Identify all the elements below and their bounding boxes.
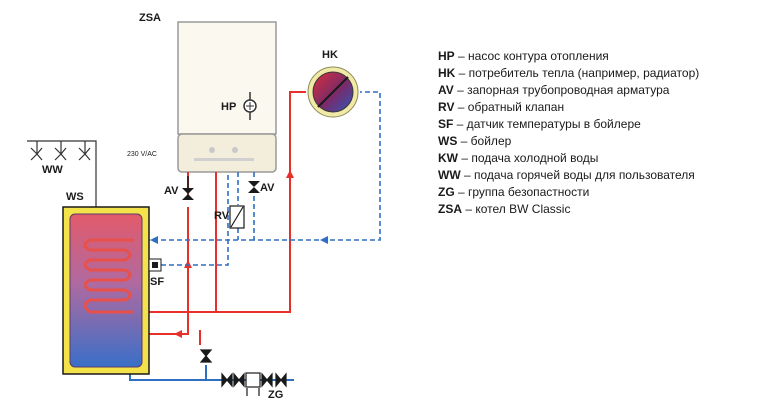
legend-item: SF – датчик температуры в бойлере xyxy=(438,117,641,131)
hk-label: HK xyxy=(322,49,338,61)
hot-water-taps xyxy=(27,140,97,207)
legend-item: HP – насос контура отопления xyxy=(438,49,609,63)
ww-label: WW xyxy=(42,164,63,176)
zsa-boiler xyxy=(177,21,277,173)
legend-item: KW – подача холодной воды xyxy=(438,151,599,165)
rv-label: RV xyxy=(214,210,230,222)
av-right-label: AV xyxy=(260,182,275,194)
return-flow-arrows xyxy=(150,236,328,244)
ws-label: WS xyxy=(66,191,84,203)
legend: HP – насос контура отопления HK – потреб… xyxy=(438,48,699,218)
legend-item: WS – бойлер xyxy=(438,134,512,148)
pump-icon xyxy=(243,92,257,120)
sf-label: SF xyxy=(150,276,164,288)
hot-flow-arrows xyxy=(174,170,294,338)
legend-item: WW – подача горячей воды для пользовател… xyxy=(438,168,695,182)
legend-item: ZG – группа безопастности xyxy=(438,185,590,199)
radiator-icon xyxy=(307,66,359,118)
legend-item: AV – запорная трубопроводная арматура xyxy=(438,83,670,97)
safety-group-icon xyxy=(199,349,287,396)
legend-item: ZSA – котел BW Classic xyxy=(438,202,571,216)
av-left-valve-icon xyxy=(182,176,194,200)
voltage-label: 230 V/AC xyxy=(127,151,157,158)
legend-item: RV – обратный клапан xyxy=(438,100,565,114)
legend-item: HK – потребитель тепла (например, радиат… xyxy=(438,66,700,80)
zsa-label: ZSA xyxy=(139,12,161,24)
zg-label: ZG xyxy=(268,389,283,401)
av-right-valve-icon xyxy=(248,181,260,193)
check-valve-icon xyxy=(229,205,245,229)
storage-tank xyxy=(62,206,162,375)
av-left-label: AV xyxy=(164,185,179,197)
hp-label: HP xyxy=(221,101,236,113)
